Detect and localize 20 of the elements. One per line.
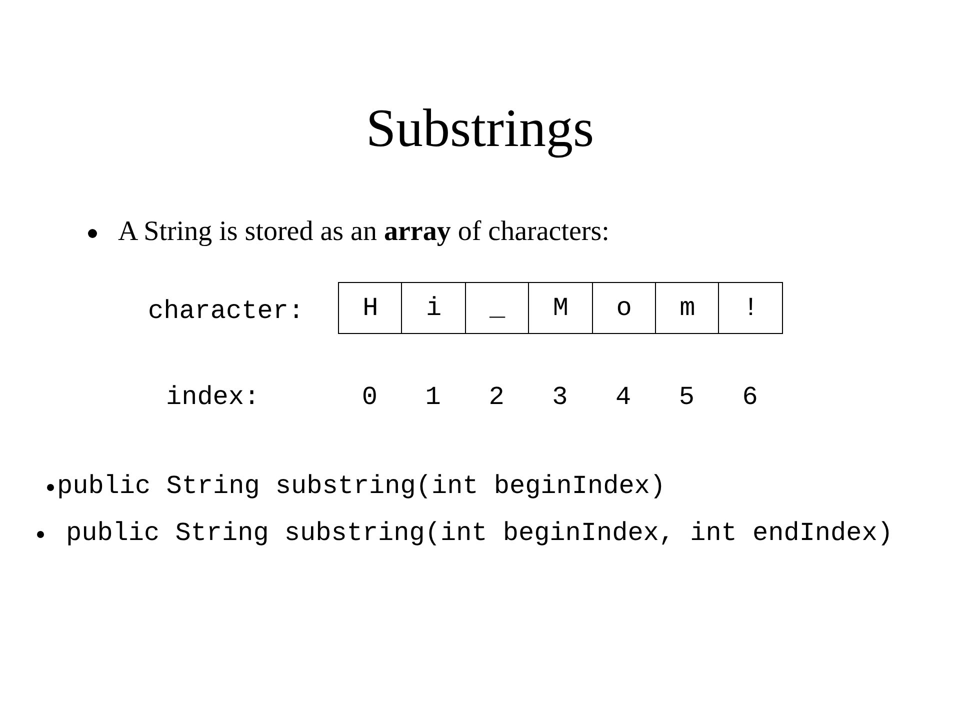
- character-cell: i: [401, 282, 466, 334]
- index-number: 3: [552, 381, 568, 413]
- character-cell: H: [338, 282, 403, 334]
- character-cell: o: [592, 282, 656, 334]
- character-cell: M: [528, 282, 594, 334]
- method-signature: public String substring(int beginIndex, int endIndex): [66, 517, 893, 550]
- index-number: 0: [362, 381, 378, 413]
- index-number: 6: [742, 381, 758, 413]
- index-number: 4: [616, 381, 632, 413]
- slide-title: Substrings: [364, 97, 596, 160]
- index-number: 2: [488, 381, 504, 413]
- character-cell: _: [464, 282, 530, 334]
- bullet-text: A String is stored as an array of characters:: [118, 215, 610, 249]
- character-cell: m: [655, 282, 720, 334]
- row-label: index:: [166, 381, 260, 414]
- character-cell: !: [718, 282, 784, 334]
- index-number: 1: [425, 381, 441, 413]
- method-signature: public String substring(int beginIndex): [57, 470, 666, 503]
- index-number: 5: [678, 381, 694, 413]
- row-label: character:: [148, 295, 304, 328]
